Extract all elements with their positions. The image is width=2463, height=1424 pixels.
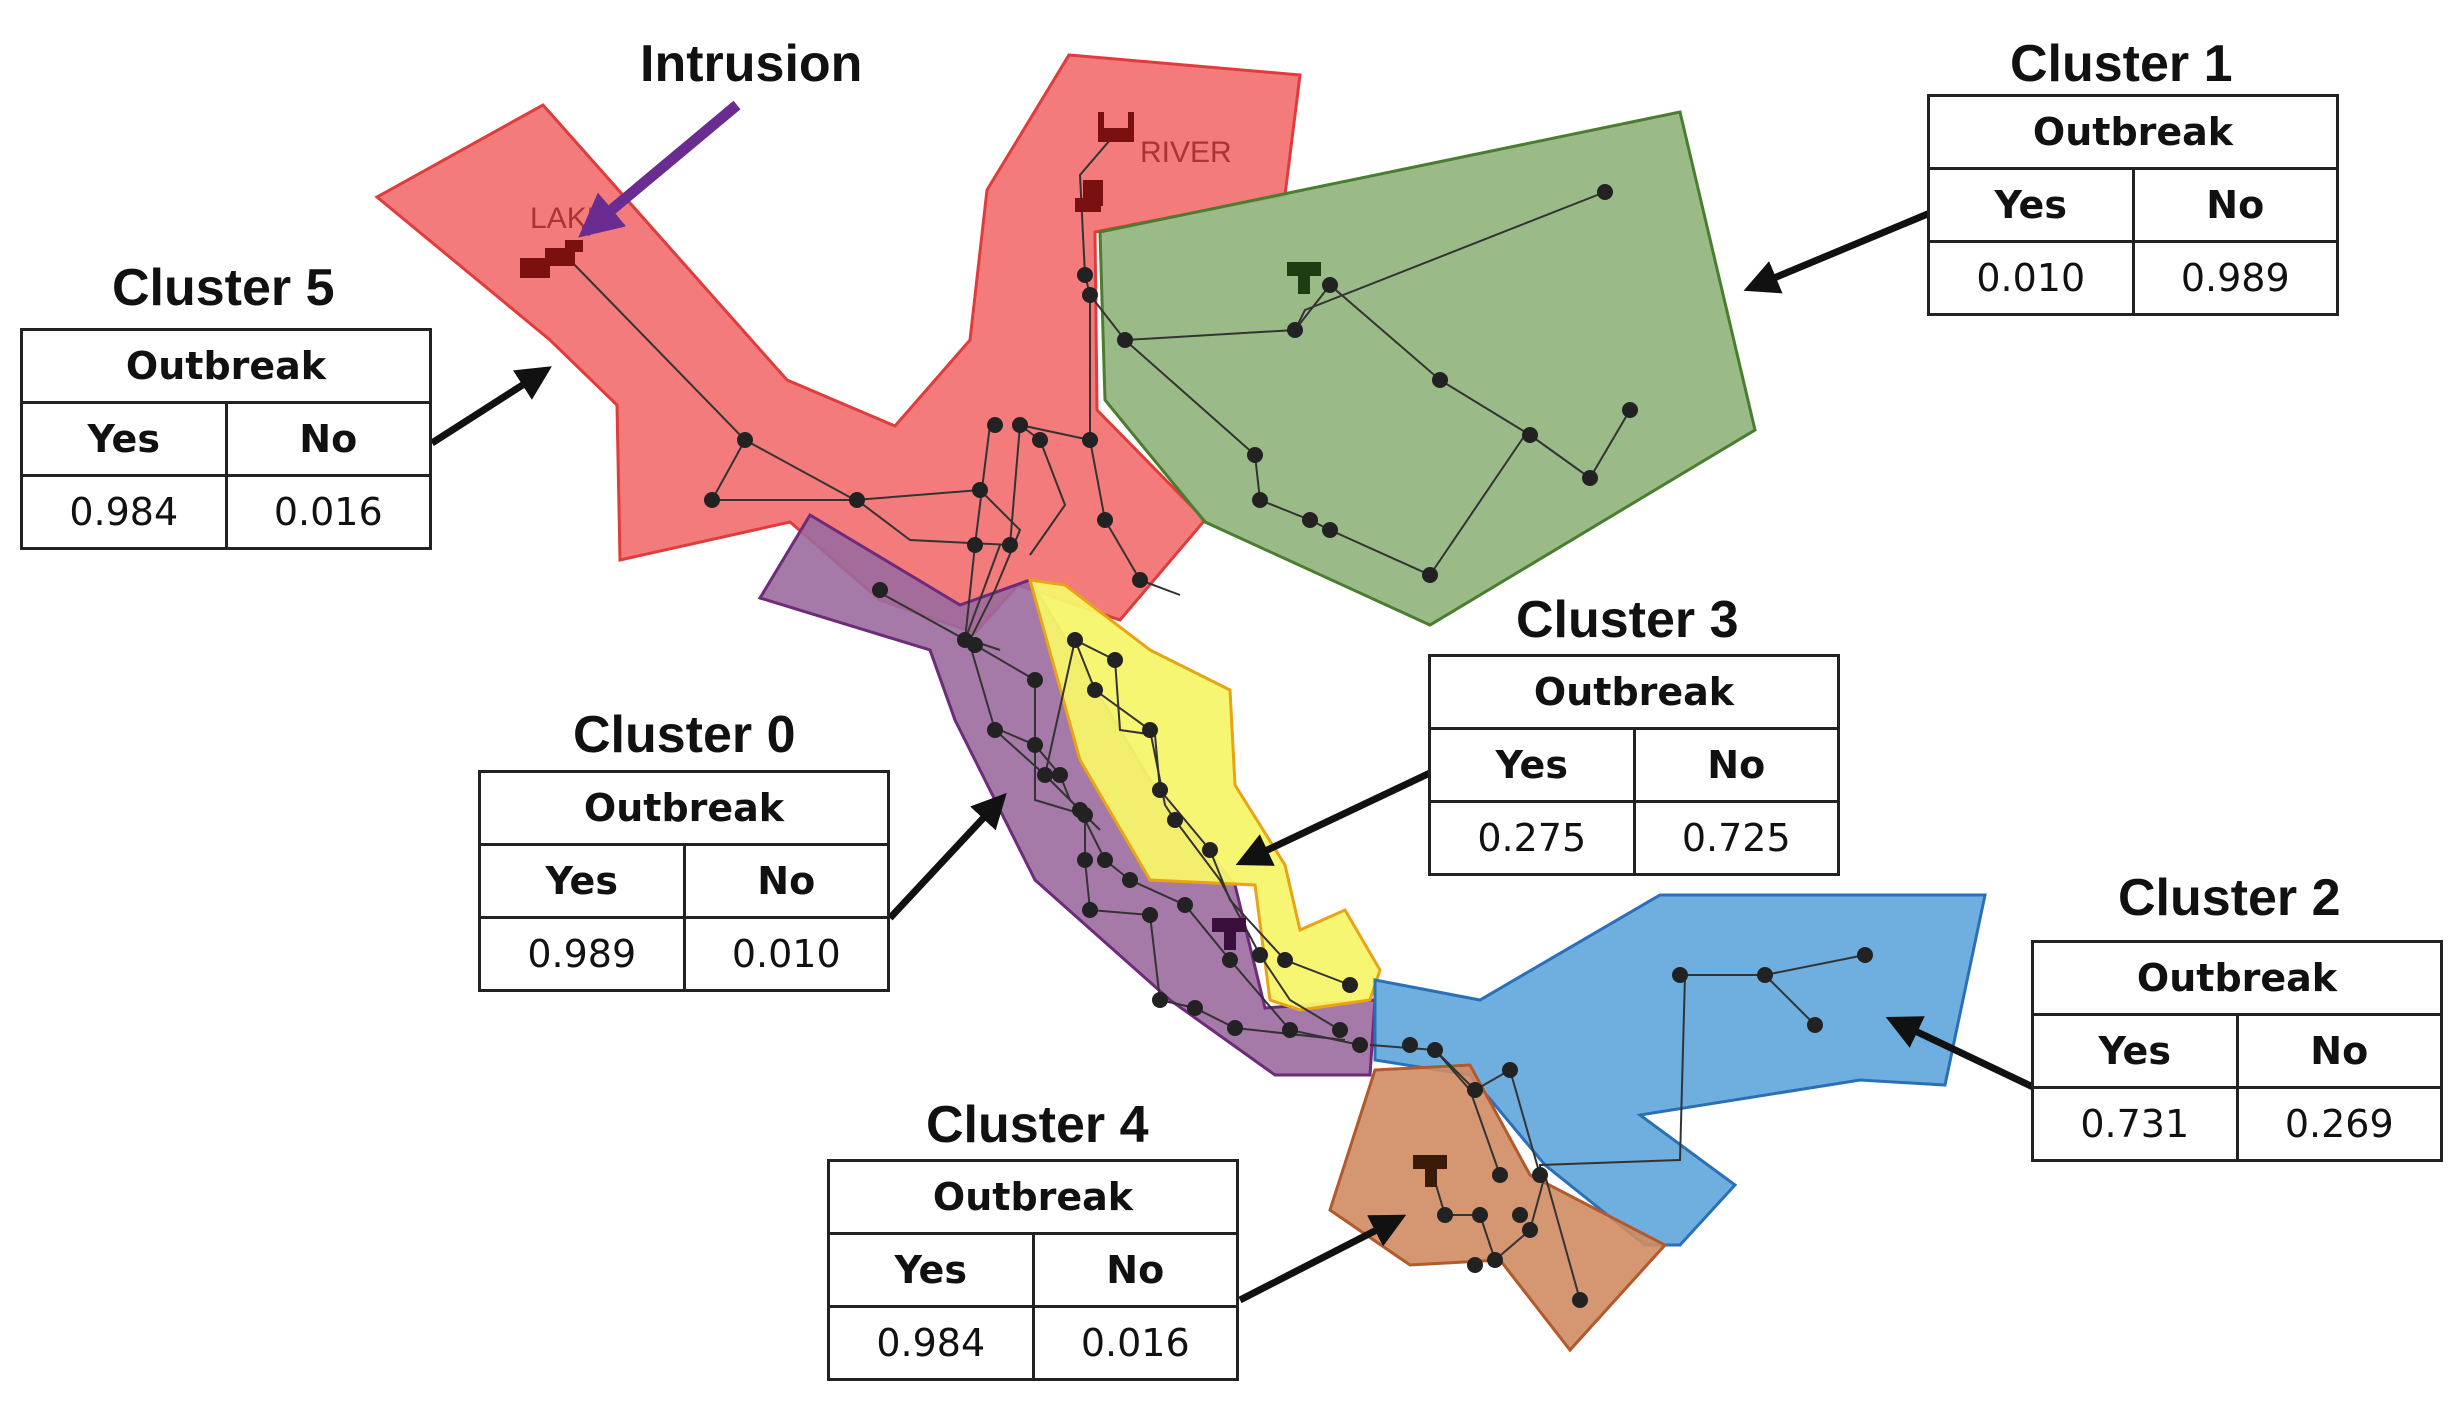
yes-header: Yes <box>827 1232 1035 1308</box>
no-value: 0.269 <box>2235 1086 2443 1162</box>
cluster-0-title: Cluster 0 <box>573 706 796 764</box>
outbreak-header: Outbreak <box>827 1159 1239 1235</box>
no-header: No <box>682 843 890 919</box>
cluster-5-title: Cluster 5 <box>112 259 335 317</box>
yes-header: Yes <box>2031 1013 2239 1089</box>
no-value: 0.989 <box>2131 240 2339 316</box>
outbreak-header: Outbreak <box>2031 940 2443 1016</box>
yes-value: 0.984 <box>827 1305 1035 1381</box>
yes-value: 0.989 <box>478 916 686 992</box>
yes-header: Yes <box>478 843 686 919</box>
no-value: 0.725 <box>1632 800 1840 876</box>
cluster-4-arrow <box>1238 1214 1407 1304</box>
cluster-3-title: Cluster 3 <box>1516 591 1739 649</box>
yes-value: 0.010 <box>1927 240 2135 316</box>
river-label: RIVER <box>1140 136 1232 169</box>
cluster-arrows <box>430 209 2037 1304</box>
no-header: No <box>1031 1232 1239 1308</box>
intrusion-label: Intrusion <box>640 35 863 93</box>
outbreak-header: Outbreak <box>1927 94 2339 170</box>
intrusion-arrow <box>578 100 741 238</box>
yes-header: Yes <box>20 401 228 477</box>
yes-header: Yes <box>1927 167 2135 243</box>
cluster-4-title: Cluster 4 <box>926 1096 1149 1154</box>
cluster-2-arrow <box>1885 1016 2037 1092</box>
pipe-nodes <box>704 184 1873 1308</box>
no-value: 0.016 <box>224 474 432 550</box>
yes-value: 0.984 <box>20 474 228 550</box>
tank-icon-cluster0 <box>1212 918 1246 950</box>
outbreak-header: Outbreak <box>20 328 432 404</box>
cluster-3-arrow <box>1235 768 1434 866</box>
tank-icon-cluster1 <box>1287 262 1321 294</box>
tank-icon-cluster4 <box>1413 1155 1447 1187</box>
yes-value: 0.731 <box>2031 1086 2239 1162</box>
no-value: 0.010 <box>682 916 890 992</box>
river-reservoir-icon <box>1075 112 1134 212</box>
yes-value: 0.275 <box>1428 800 1636 876</box>
outbreak-header: Outbreak <box>1428 654 1840 730</box>
outbreak-header: Outbreak <box>478 770 890 846</box>
cluster-2-title: Cluster 2 <box>2118 869 2341 927</box>
cluster-0-arrow <box>887 792 1007 921</box>
no-header: No <box>1632 727 1840 803</box>
cluster-1-arrow <box>1743 209 1932 294</box>
lake-reservoir-icon <box>520 240 583 278</box>
no-header: No <box>2131 167 2339 243</box>
cluster-5-arrow <box>430 366 552 446</box>
cluster-4-region <box>1328 1063 1668 1353</box>
cluster-1-title: Cluster 1 <box>2010 35 2233 93</box>
no-header: No <box>2235 1013 2443 1089</box>
no-header: No <box>224 401 432 477</box>
yes-header: Yes <box>1428 727 1636 803</box>
no-value: 0.016 <box>1031 1305 1239 1381</box>
